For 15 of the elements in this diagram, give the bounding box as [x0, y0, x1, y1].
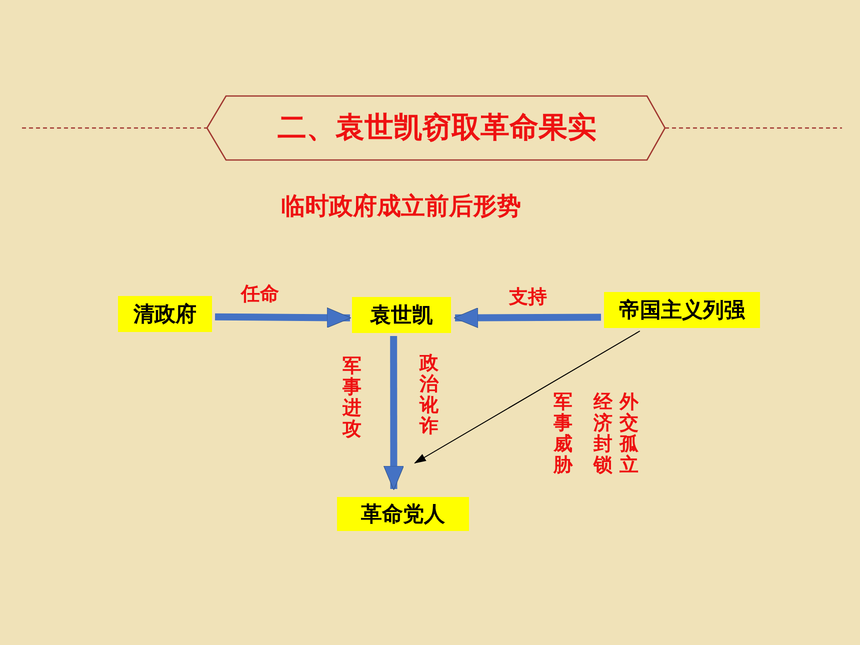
subtitle: 临时政府成立前后形势	[281, 191, 521, 222]
arrow	[214, 307, 352, 328]
label-box: 清政府	[118, 296, 212, 332]
arrow	[383, 336, 404, 490]
arrow	[414, 330, 640, 464]
annotation-text: 军事威胁	[553, 392, 573, 476]
edge-label: 军事进攻	[342, 356, 362, 440]
label-box: 帝国主义列强	[604, 292, 760, 328]
annotation-text: 政治讹诈	[419, 353, 439, 437]
title: 二、袁世凯窃取革命果实	[276, 109, 598, 146]
label-box: 袁世凯	[352, 297, 451, 333]
label-box: 革命党人	[337, 497, 469, 531]
annotation-text: 外交孤立	[619, 392, 639, 476]
annotation-text: 经济封锁	[593, 392, 613, 476]
arrow	[454, 308, 602, 328]
